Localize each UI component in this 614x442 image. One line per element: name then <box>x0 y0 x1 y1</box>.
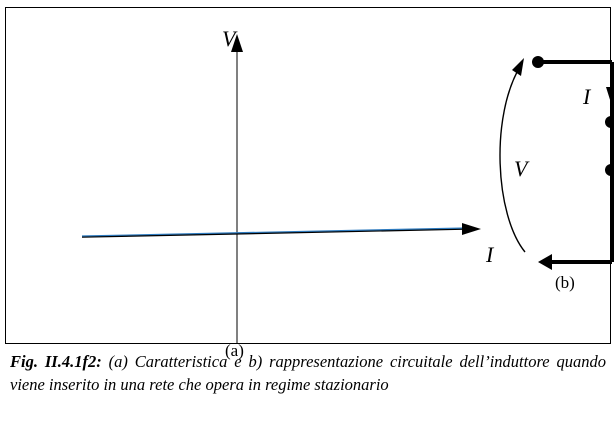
caption-text: (a) Caratteristica e b) rappresentazione… <box>10 352 607 394</box>
current-label: I <box>583 84 591 109</box>
voltage-arc <box>499 64 526 253</box>
x-axis-arrowhead <box>462 223 481 235</box>
node-lower <box>605 164 614 176</box>
voltage-label: V <box>514 156 528 181</box>
x-axis-label: I <box>486 242 494 267</box>
figure-caption: Fig. II.4.1f2: (a) Caratteristica e b) r… <box>10 350 606 396</box>
characteristic-line <box>81 227 467 237</box>
x-axis <box>81 228 467 238</box>
terminal-top <box>532 56 544 68</box>
panel-label-a: (a) <box>225 341 244 360</box>
y-axis-label: V <box>222 26 236 51</box>
panel-label-b: (b) <box>555 273 575 292</box>
caption-box <box>5 343 611 441</box>
y-axis-arrowhead <box>231 34 243 52</box>
voltage-arc-arrowhead <box>512 58 524 76</box>
node-upper <box>605 116 614 128</box>
circuit-bottom-arrowhead <box>538 254 552 270</box>
current-arrow <box>606 87 614 103</box>
caption-title: Fig. II.4.1f2: <box>10 352 102 371</box>
circuit-wire <box>538 60 614 264</box>
